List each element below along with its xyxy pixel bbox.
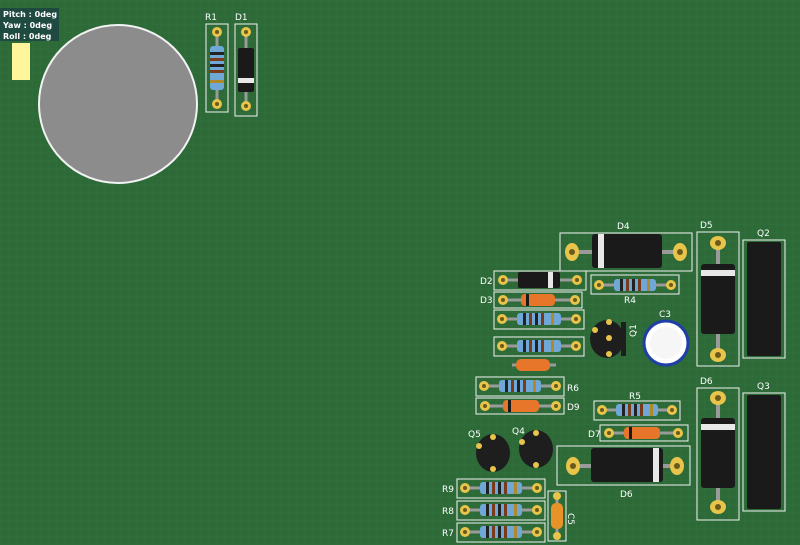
diode-d2[interactable]	[493, 270, 587, 291]
resistor-unlabeled-2[interactable]	[493, 336, 585, 357]
resistor-r4[interactable]	[590, 274, 680, 295]
resistor-r9[interactable]	[456, 478, 546, 499]
label-r8: R8	[442, 507, 454, 517]
pitch-readout: Pitch : 0deg	[3, 10, 58, 19]
capacitor-c5[interactable]	[547, 490, 567, 542]
transistor-q2[interactable]	[742, 239, 786, 359]
roll-readout: Roll : 0deg	[3, 32, 52, 41]
diode-d5[interactable]	[696, 231, 740, 367]
resistor-r8[interactable]	[456, 500, 546, 521]
diode-d6[interactable]	[556, 445, 691, 486]
transistor-q3[interactable]	[742, 392, 786, 512]
diode-d4[interactable]	[559, 232, 693, 272]
label-q4: Q4	[512, 427, 525, 437]
diode-unlabeled[interactable]	[509, 356, 558, 374]
yellow-marker[interactable]	[12, 43, 30, 80]
diode-d1[interactable]	[234, 23, 258, 117]
label-c3: C3	[659, 310, 671, 320]
resistor-unlabeled-1[interactable]	[493, 309, 585, 330]
diode-d6-vertical[interactable]	[696, 387, 740, 521]
label-q5: Q5	[468, 430, 481, 440]
label-r6: R6	[567, 384, 579, 394]
label-d4: D4	[617, 222, 630, 232]
diode-d9[interactable]	[475, 397, 565, 415]
label-q3: Q3	[757, 382, 770, 392]
label-r7: R7	[442, 529, 454, 539]
label-d6-vertical: D6	[700, 377, 713, 387]
label-c5: C5	[565, 513, 575, 525]
label-r1: R1	[205, 13, 217, 23]
resistor-r1[interactable]	[205, 23, 229, 113]
label-d5: D5	[700, 221, 713, 231]
large-round-component[interactable]	[38, 24, 198, 184]
resistor-r6[interactable]	[475, 376, 565, 397]
label-d6: D6	[620, 490, 633, 500]
yaw-readout: Yaw : 0deg	[3, 21, 53, 30]
label-q1: Q1	[629, 324, 639, 337]
transistor-q1[interactable]	[590, 319, 626, 358]
label-d7: D7	[588, 430, 601, 440]
transistor-q5[interactable]	[476, 434, 510, 472]
label-r9: R9	[442, 485, 454, 495]
label-d1: D1	[235, 13, 248, 23]
capacitor-c3[interactable]	[642, 319, 690, 367]
resistor-r5[interactable]	[593, 400, 681, 421]
diode-d3[interactable]	[493, 291, 583, 309]
diode-d7[interactable]	[599, 424, 689, 442]
label-q2: Q2	[757, 229, 770, 239]
label-d3: D3	[480, 296, 493, 306]
label-r5: R5	[629, 392, 641, 402]
orientation-readout: Pitch : 0deg Yaw : 0deg Roll : 0deg	[0, 8, 59, 41]
resistor-r7[interactable]	[456, 522, 546, 543]
label-d2: D2	[480, 277, 493, 287]
label-d9: D9	[567, 403, 580, 413]
transistor-q4[interactable]	[519, 430, 553, 468]
label-r4: R4	[624, 296, 636, 306]
